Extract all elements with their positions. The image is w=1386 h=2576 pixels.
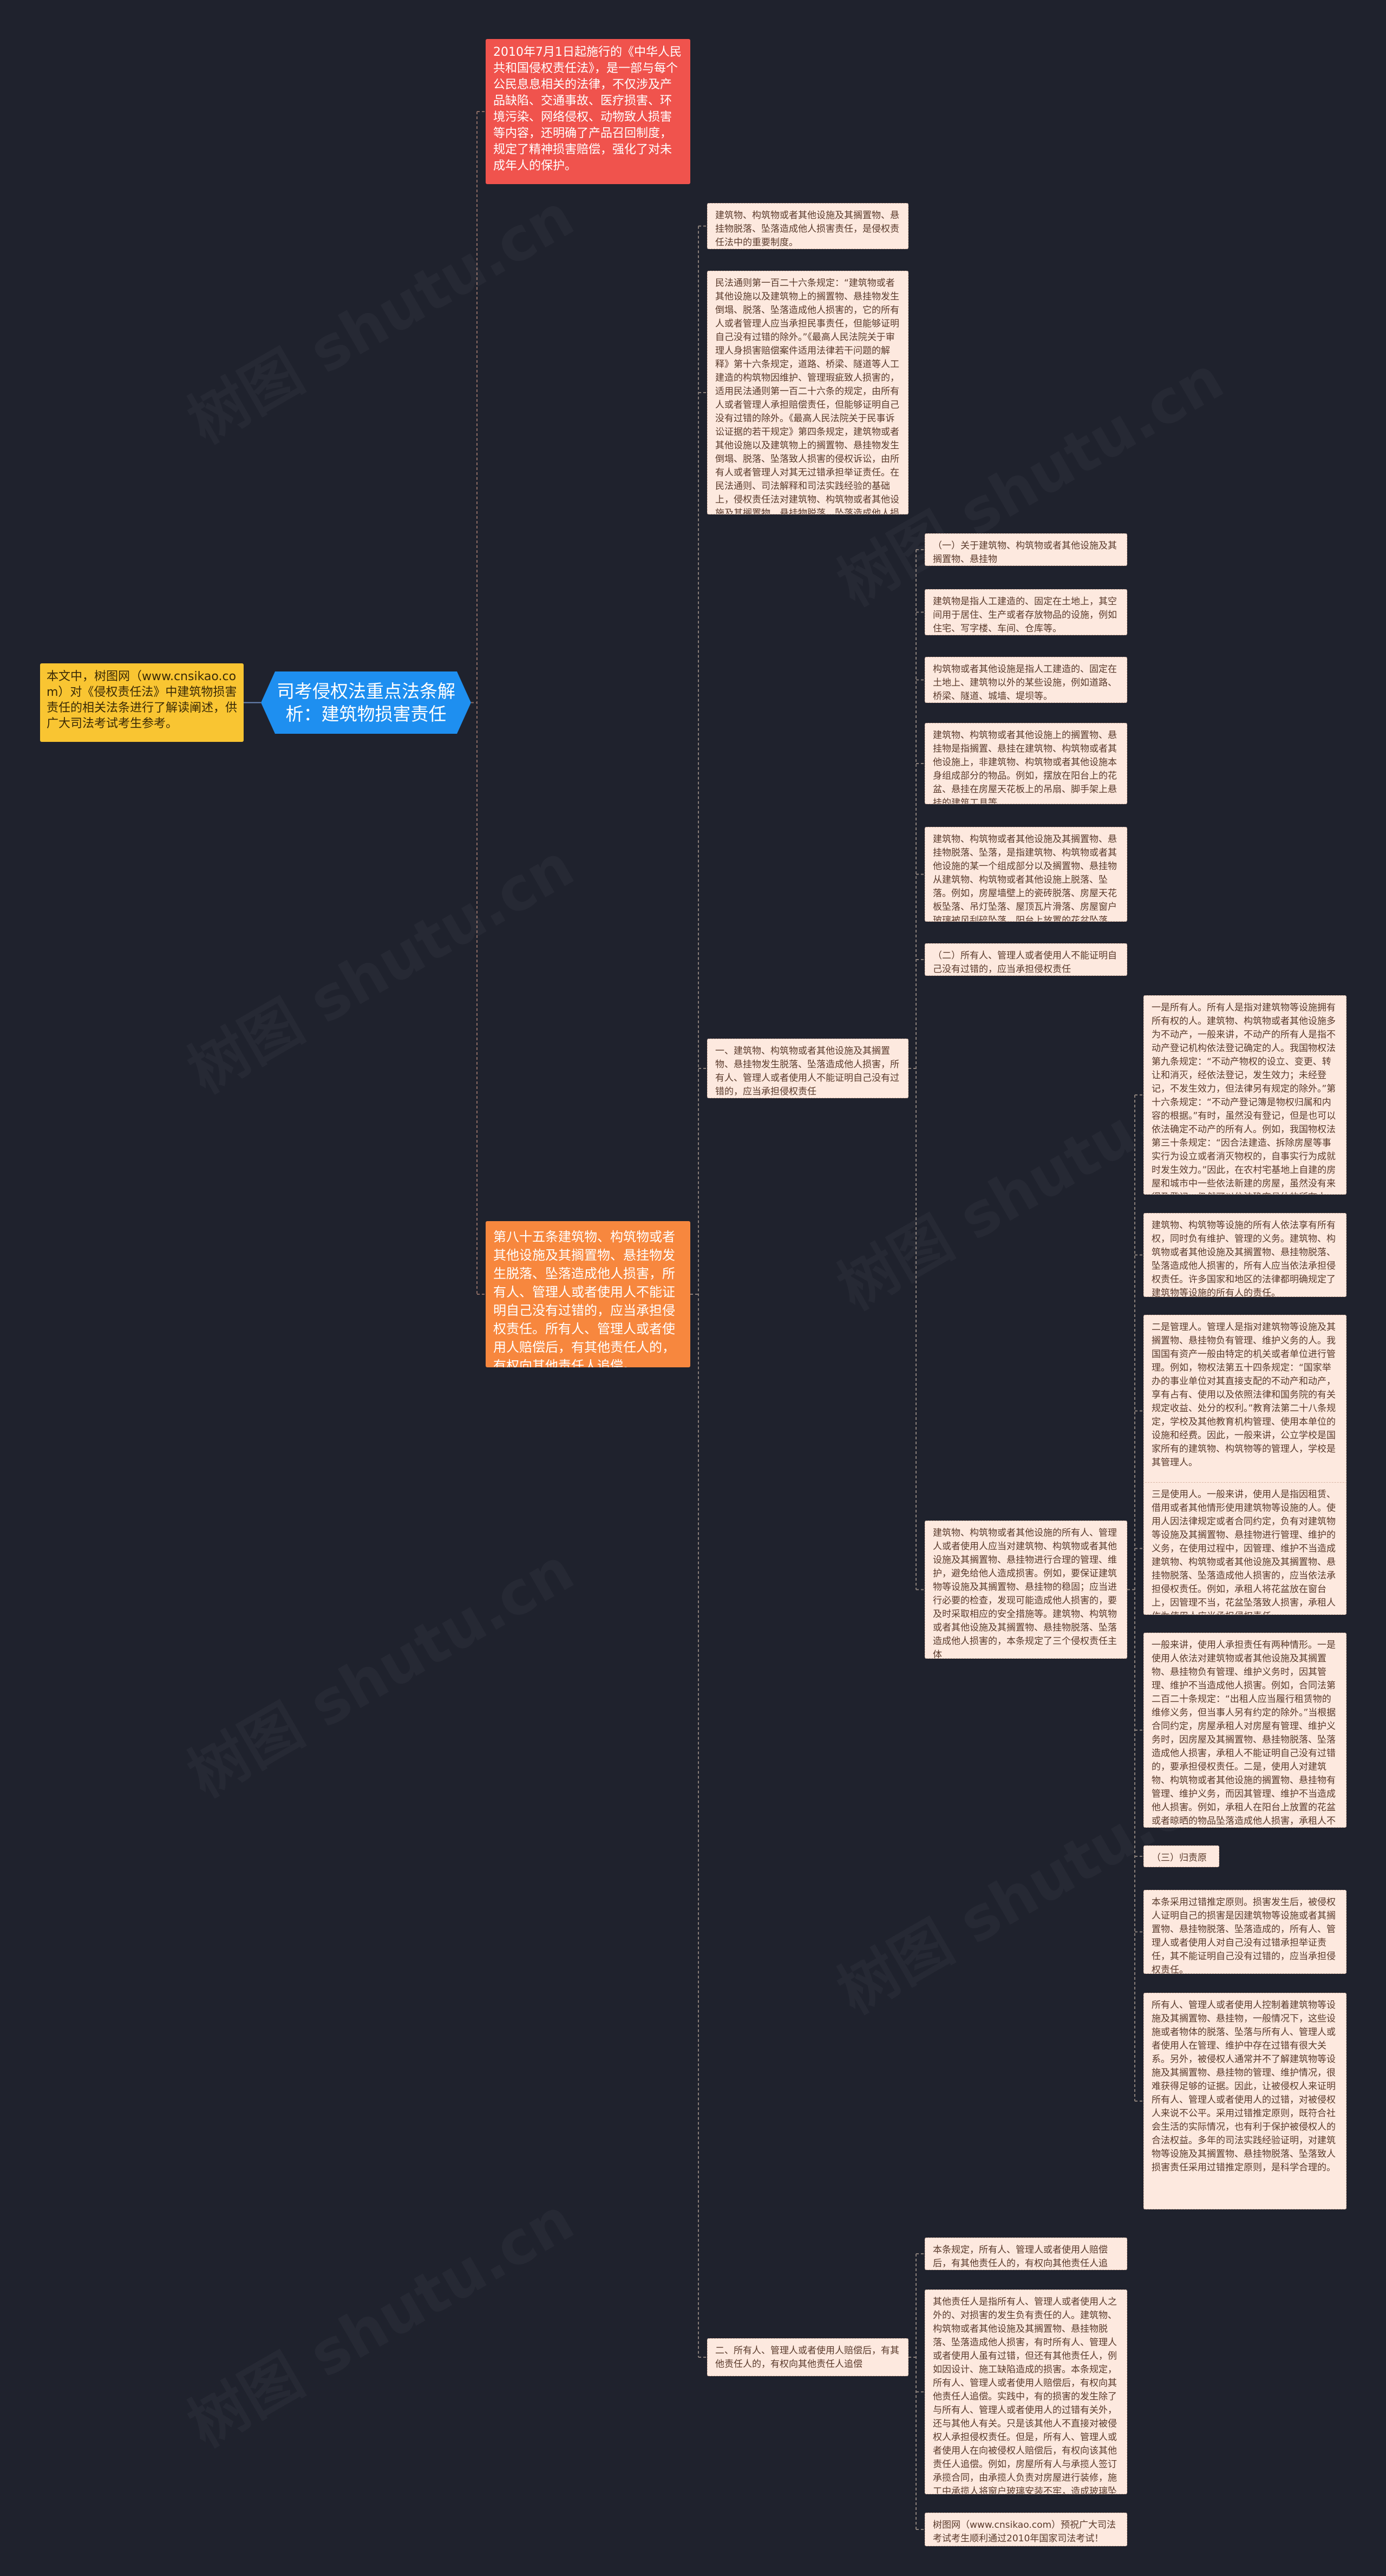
node-owner-duty[interactable]: 建筑物、构筑物等设施的所有人依法享有所有权，同时负有维护、管理的义务。建筑物、构… [1143, 1213, 1346, 1297]
node-history[interactable]: 民法通则第一百二十六条规定：“建筑物或者其他设施以及建筑物上的搁置物、悬挂物发生… [707, 271, 908, 514]
node-user-cases[interactable]: 一般来讲，使用人承担责任有两种情形。一是使用人依法对建筑物或者其他设施及其搁置物… [1143, 1633, 1346, 1828]
node-summary[interactable]: 建筑物、构筑物或者其他设施及其搁置物、悬挂物脱落、坠落造成他人损害责任，是侵权责… [707, 203, 908, 249]
intro-note[interactable]: 本文中，树图网（www.cnsikao.com）对《侵权责任法》中建筑物损害责任… [40, 663, 244, 742]
node-s2-heading[interactable]: （二）所有人、管理人或者使用人不能证明自己没有过错的，应当承担侵权责任 [925, 943, 1127, 976]
node-manager[interactable]: 二是管理人。管理人是指对建筑物等设施及其搁置物、悬挂物负有管理、维护义务的人。我… [1143, 1315, 1346, 1507]
node-s1-hanging-objects[interactable]: 建筑物、构筑物或者其他设施上的搁置物、悬挂物是指搁置、悬挂在建筑物、构筑物或者其… [925, 723, 1127, 804]
node-owner[interactable]: 一是所有人。所有人是指对建筑物等设施拥有所有权的人。建筑物、构筑物或者其他设施多… [1143, 995, 1346, 1195]
node-recourse-rule[interactable]: 本条规定，所有人、管理人或者使用人赔偿后，有其他责任人的，有权向其他责任人追偿。 [925, 2238, 1127, 2270]
node-recourse[interactable]: 二、所有人、管理人或者使用人赔偿后，有其他责任人的，有权向其他责任人追偿 [707, 2338, 908, 2376]
node-s3-principle[interactable]: 本条采用过错推定原则。损害发生后，被侵权人证明自己的损害是因建筑物等设施或者其搁… [1143, 1890, 1346, 1974]
node-s1-structure[interactable]: 构筑物或者其他设施是指人工建造的、固定在土地上、建筑物以外的某些设施，例如道路、… [925, 657, 1127, 703]
node-recourse-detail[interactable]: 其他责任人是指所有人、管理人或者使用人之外的、对损害的发生负有责任的人。建筑物、… [925, 2290, 1127, 2494]
node-s1-building[interactable]: 建筑物是指人工建造的、固定在土地上，其空间用于居住、生产或者存放物品的设施，例如… [925, 589, 1127, 635]
node-s2-main[interactable]: 建筑物、构筑物或者其他设施的所有人、管理人或者使用人应当对建筑物、构筑物或者其他… [925, 1521, 1127, 1659]
branch-article-85[interactable]: 第八十五条建筑物、构筑物或者其他设施及其搁置物、悬挂物发生脱落、坠落造成他人损害… [486, 1221, 690, 1367]
node-s3-rationale[interactable]: 所有人、管理人或者使用人控制着建筑物等设施及其搁置物、悬挂物，一般情况下，这些设… [1143, 1993, 1346, 2209]
node-closing-note[interactable]: 树图网（www.cnsikao.com）预祝广大司法考试考生顺利通过2010年国… [925, 2513, 1127, 2546]
root-topic[interactable]: 司考侵权法重点法条解析：建筑物损害责任 [261, 671, 471, 734]
node-s1-heading[interactable]: （一）关于建筑物、构筑物或者其他设施及其搁置物、悬挂物 [925, 533, 1127, 566]
branch-intro[interactable]: 2010年7月1日起施行的《中华人民共和国侵权责任法》，是一部与每个公民息息相关… [486, 39, 690, 184]
node-s1-falling[interactable]: 建筑物、构筑物或者其他设施及其搁置物、悬挂物脱落、坠落，是指建筑物、构筑物或者其… [925, 827, 1127, 922]
node-user[interactable]: 三是使用人。一般来讲，使用人是指因租赁、借用或者其他情形使用建筑物等设施的人。使… [1143, 1482, 1346, 1615]
node-scope[interactable]: 一、建筑物、构筑物或者其他设施及其搁置物、悬挂物发生脱落、坠落造成他人损害，所有… [707, 1039, 908, 1098]
node-s3-heading[interactable]: （三）归责原则 [1143, 1845, 1219, 1867]
